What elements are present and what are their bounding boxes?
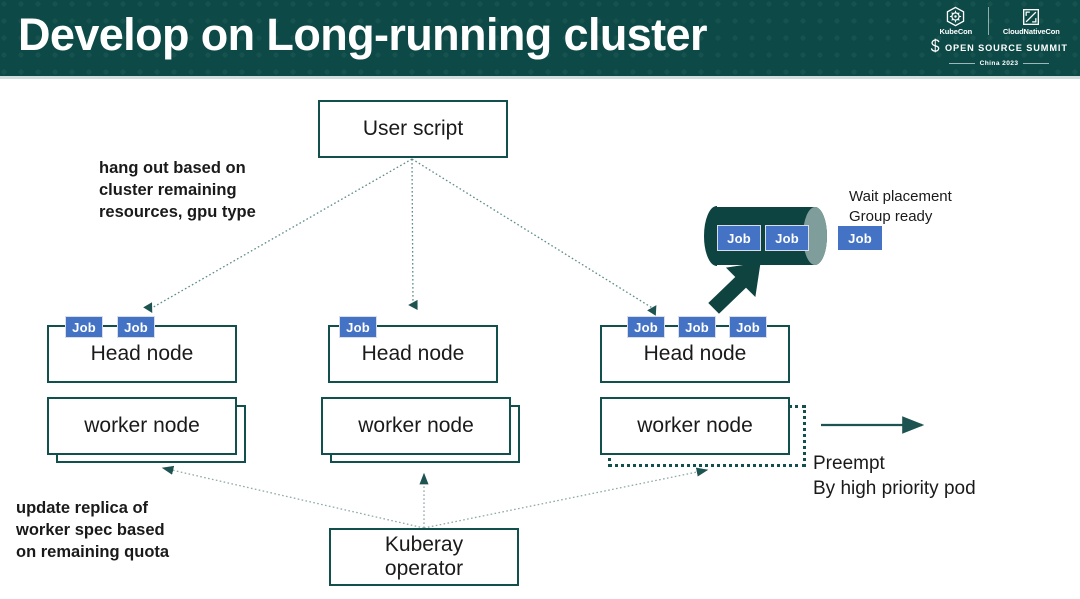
- worker-node-box-1[interactable]: worker node: [47, 397, 237, 455]
- head-node-label-1: Head node: [90, 341, 194, 365]
- worker-node-label-2: worker node: [358, 413, 474, 437]
- job-chip-2-1[interactable]: Job: [339, 316, 377, 338]
- note-hang-out: hang out based on cluster remaining reso…: [99, 159, 256, 221]
- job-chip-1-1[interactable]: Job: [65, 316, 103, 338]
- year-rule-right: [1023, 62, 1050, 64]
- queued-job-chip-1[interactable]: Job: [717, 225, 761, 251]
- user-script-label: User script: [362, 116, 464, 140]
- year-rule-left: [948, 62, 975, 64]
- job-chip-3-2[interactable]: Job: [678, 316, 716, 338]
- logo-year-row: China 2023: [928, 58, 1070, 68]
- head-node-label-3: Head node: [643, 341, 747, 365]
- user-script-box[interactable]: User script: [318, 100, 508, 158]
- cloudnativecon-label: CloudNativeCon: [1002, 27, 1060, 36]
- worker-node-box-2[interactable]: worker node: [321, 397, 511, 455]
- queued-job-chip-2[interactable]: Job: [765, 225, 809, 251]
- kuberay-operator-box[interactable]: Kuberay operator: [329, 528, 519, 586]
- job-chip-3-3[interactable]: Job: [729, 316, 767, 338]
- kubecon-logo: KubeCon: [928, 6, 984, 36]
- summit-label: OPEN SOURCE SUMMIT: [945, 42, 1068, 53]
- cloudnativecon-logo: CloudNativeCon: [993, 6, 1070, 36]
- logo-divider: [987, 7, 989, 35]
- job-chip-1-2[interactable]: Job: [117, 316, 155, 338]
- year-label: China 2023: [979, 59, 1019, 67]
- cloudnativecon-mark-icon: [1021, 6, 1041, 27]
- head-node-label-2: Head node: [361, 341, 465, 365]
- dispatched-job-chip[interactable]: Job: [838, 226, 882, 250]
- worker-node-label-1: worker node: [84, 413, 200, 437]
- slide-header: KubeCon CloudNativeCon: [0, 0, 1080, 76]
- open-source-summit-row: OPEN SOURCE SUMMIT: [928, 38, 1070, 58]
- kuberay-line-1: Kuberay: [384, 532, 464, 556]
- note-update-replica: update replica of worker spec based on r…: [16, 499, 170, 561]
- kubecon-label: KubeCon: [939, 27, 973, 36]
- worker-node-label-3: worker node: [637, 413, 753, 437]
- page-title: Develop on Long-running cluster: [18, 9, 708, 60]
- kuberay-line-2: operator: [384, 557, 464, 580]
- summit-s-icon: [928, 38, 942, 58]
- job-chip-3-1[interactable]: Job: [627, 316, 665, 338]
- event-logo-lockup: KubeCon CloudNativeCon: [928, 2, 1070, 70]
- header-bottom-rule: [0, 76, 1080, 79]
- note-preempt: Preempt By high priority pod: [813, 453, 976, 500]
- kubecon-helm-icon: [945, 6, 966, 27]
- note-wait-placement: Wait placement Group ready: [849, 188, 952, 225]
- logo-top-row: KubeCon CloudNativeCon: [928, 2, 1070, 36]
- worker-node-box-3[interactable]: worker node: [600, 397, 790, 455]
